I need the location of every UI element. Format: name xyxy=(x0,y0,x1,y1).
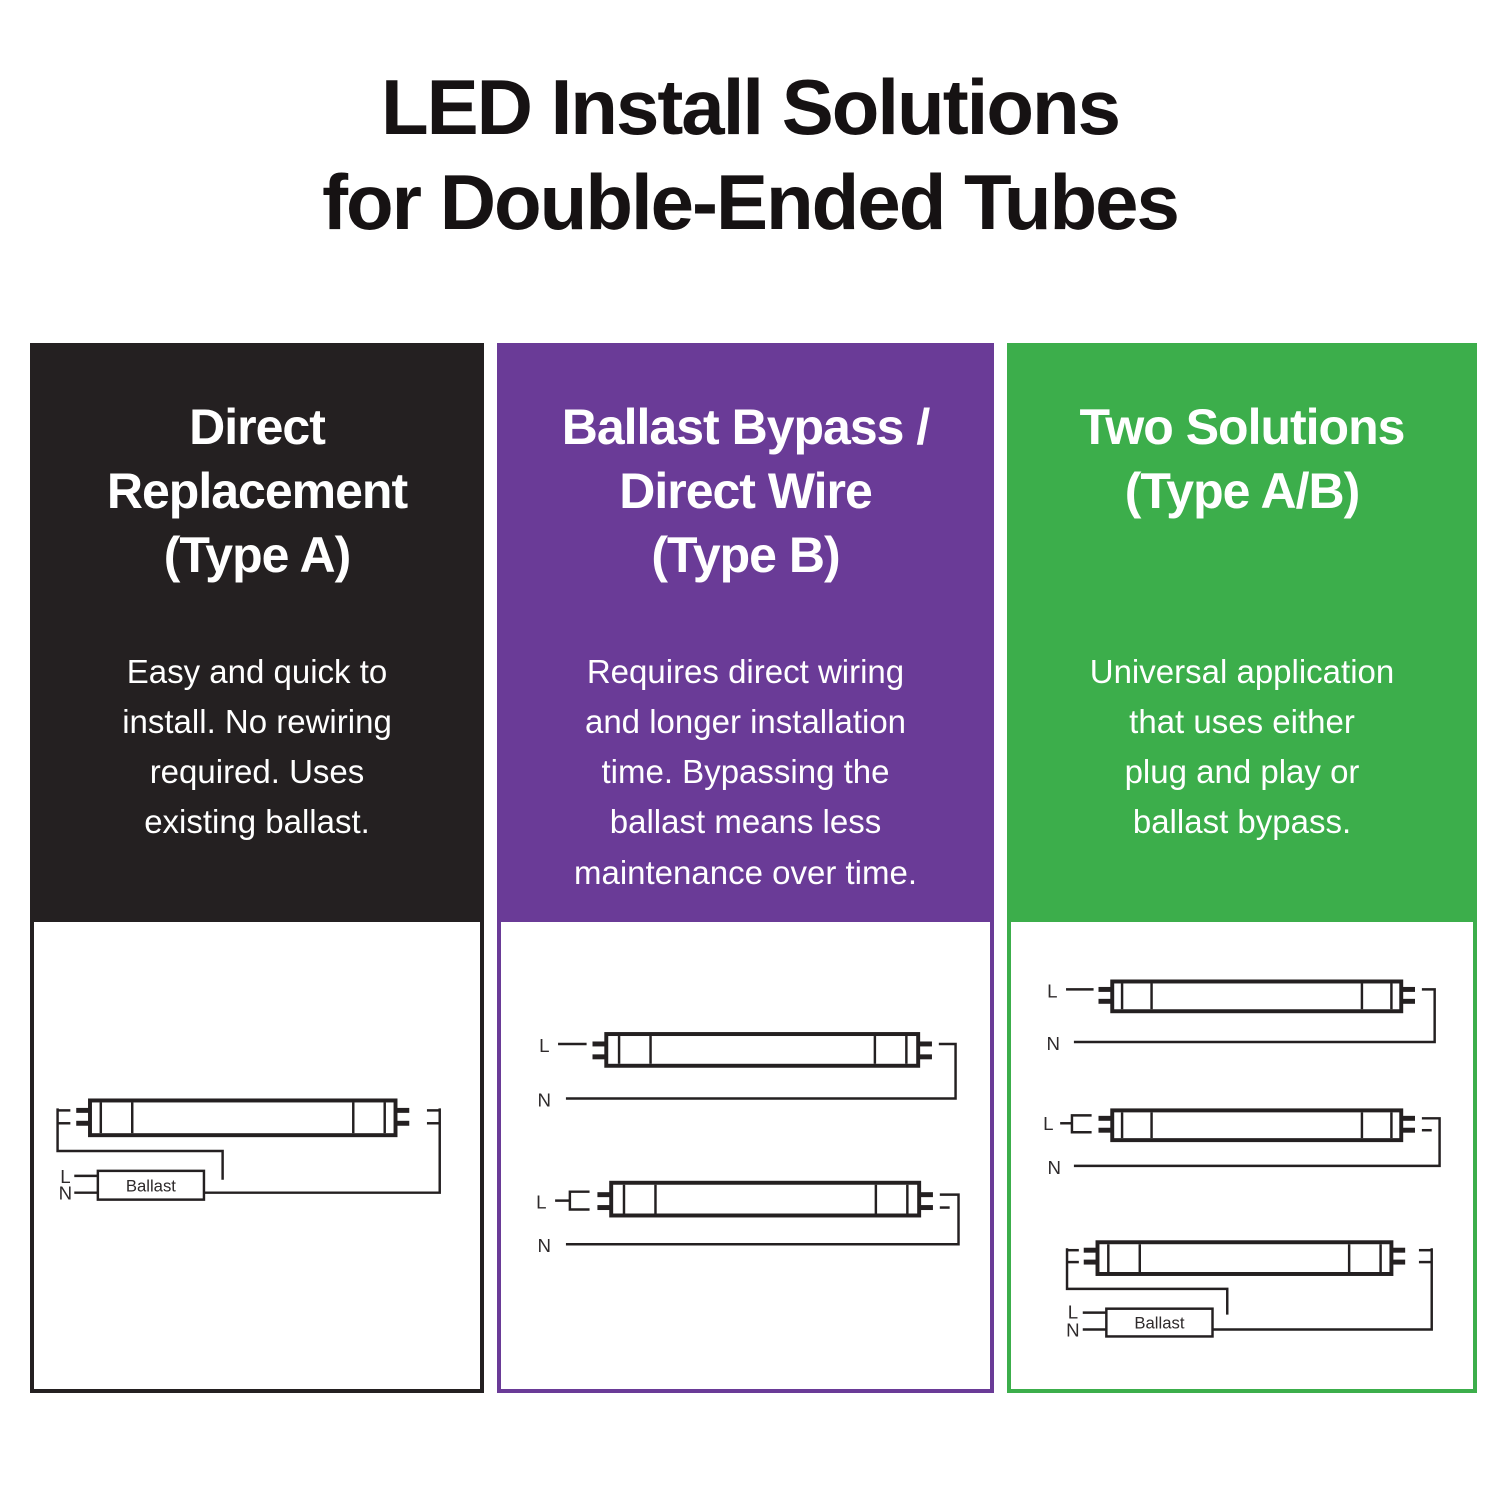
wiring-top xyxy=(558,1042,957,1100)
panel-header-type-ab: Two Solutions (Type A/B) Universal appli… xyxy=(1007,343,1477,922)
panel-description-line: ballast means less xyxy=(609,803,882,841)
panel-two-solutions-type-ab: Two Solutions (Type A/B) Universal appli… xyxy=(1007,343,1477,1393)
panel-description-line: time. Bypassing the xyxy=(601,753,890,791)
neutral-label: N xyxy=(1066,1319,1079,1340)
panel-description-line: Requires direct wiring xyxy=(586,653,905,690)
wiring-bottom xyxy=(555,1190,960,1246)
panel-direct-replacement-type-a: Direct Replacement (Type A) Easy and qui… xyxy=(30,343,484,1393)
panel-title-line: Two Solutions xyxy=(1079,399,1406,455)
wiring-ballast xyxy=(1065,1248,1433,1331)
wiring-top xyxy=(1066,988,1436,1044)
panel-title-line: Replacement xyxy=(106,463,408,519)
led-tube-with-connectors xyxy=(1098,1108,1416,1143)
type-a-diagram-svg: Ballast L N xyxy=(56,1098,441,1204)
led-tube-with-ballast xyxy=(1083,1240,1406,1276)
line-label: L xyxy=(1047,980,1057,1001)
line-label: L xyxy=(1068,1302,1078,1323)
panel-title-line: (Type A) xyxy=(163,527,351,583)
panel-description-type-ab: Universal application that uses either p… xyxy=(1029,647,1455,848)
panel-description-line: install. No rewiring xyxy=(122,703,392,741)
type-ab-diagram-svg: L N xyxy=(1043,979,1441,1340)
ballast-label: Ballast xyxy=(1134,1313,1184,1332)
panel-description-line: existing ballast. xyxy=(144,803,370,841)
ballast-label: Ballast xyxy=(126,1177,176,1196)
neutral-label: N xyxy=(1048,1157,1061,1178)
panel-description-type-b: Requires direct wiring and longer instal… xyxy=(519,647,972,898)
panel-description-line: and longer installation xyxy=(584,703,907,741)
panel-description-line: ballast bypass. xyxy=(1132,803,1352,841)
panel-ballast-bypass-type-b: Ballast Bypass / Direct Wire (Type B) Re… xyxy=(497,343,994,1393)
type-b-diagram-svg: L N xyxy=(536,1032,960,1256)
panel-title-type-b: Ballast Bypass / Direct Wire (Type B) xyxy=(519,395,972,647)
ballast-box: Ballast xyxy=(96,1169,206,1201)
panel-description-line: required. Uses xyxy=(149,753,365,791)
wiring-middle xyxy=(1060,1114,1441,1168)
wiring xyxy=(56,1108,441,1194)
panel-header-type-a: Direct Replacement (Type A) Easy and qui… xyxy=(30,343,484,922)
neutral-label: N xyxy=(59,1183,72,1204)
panel-description-line: Easy and quick to xyxy=(126,653,388,690)
wiring-diagram-type-b: L N xyxy=(497,922,994,1393)
neutral-label: N xyxy=(538,1235,551,1256)
panel-title-line: Direct xyxy=(189,399,326,455)
panel-description-line: plug and play or xyxy=(1124,753,1360,791)
panel-description-line: that uses either xyxy=(1129,703,1355,741)
panel-header-type-b: Ballast Bypass / Direct Wire (Type B) Re… xyxy=(497,343,994,922)
panel-title-type-a: Direct Replacement (Type A) xyxy=(52,395,462,647)
panel-title-line: Ballast Bypass / xyxy=(561,399,931,455)
line-label: L xyxy=(539,1035,549,1056)
panel-title-type-ab: Two Solutions (Type A/B) xyxy=(1029,395,1455,647)
solution-panels: Direct Replacement (Type A) Easy and qui… xyxy=(30,343,1477,1393)
led-tube-direct-wired xyxy=(1098,979,1416,1014)
wiring-diagram-type-a: Ballast L N xyxy=(30,922,484,1393)
line-label: L xyxy=(536,1191,546,1212)
panel-title-line: (Type B) xyxy=(651,527,840,583)
ballast-box: Ballast xyxy=(1105,1307,1214,1338)
led-tube-direct-wired xyxy=(592,1032,932,1068)
page-title-line-2: for Double-Ended Tubes xyxy=(322,158,1180,247)
panel-description-line: maintenance over time. xyxy=(573,853,917,891)
page-title: LED Install Solutions for Double-Ended T… xyxy=(0,60,1500,250)
page-title-line-1: LED Install Solutions xyxy=(380,63,1121,151)
panel-title-line: (Type A/B) xyxy=(1124,463,1360,519)
neutral-label: N xyxy=(1047,1033,1060,1054)
line-label: L xyxy=(1043,1113,1053,1134)
line-label: L xyxy=(60,1166,70,1187)
panel-description-line: Universal application xyxy=(1089,653,1395,690)
panel-title-line: Direct Wire xyxy=(619,463,873,519)
led-tube xyxy=(76,1098,410,1138)
neutral-label: N xyxy=(538,1089,551,1110)
panel-description-type-a: Easy and quick to install. No rewiring r… xyxy=(52,647,462,848)
led-tube-with-connectors xyxy=(597,1180,933,1218)
wiring-diagram-type-ab: L N xyxy=(1007,922,1477,1393)
